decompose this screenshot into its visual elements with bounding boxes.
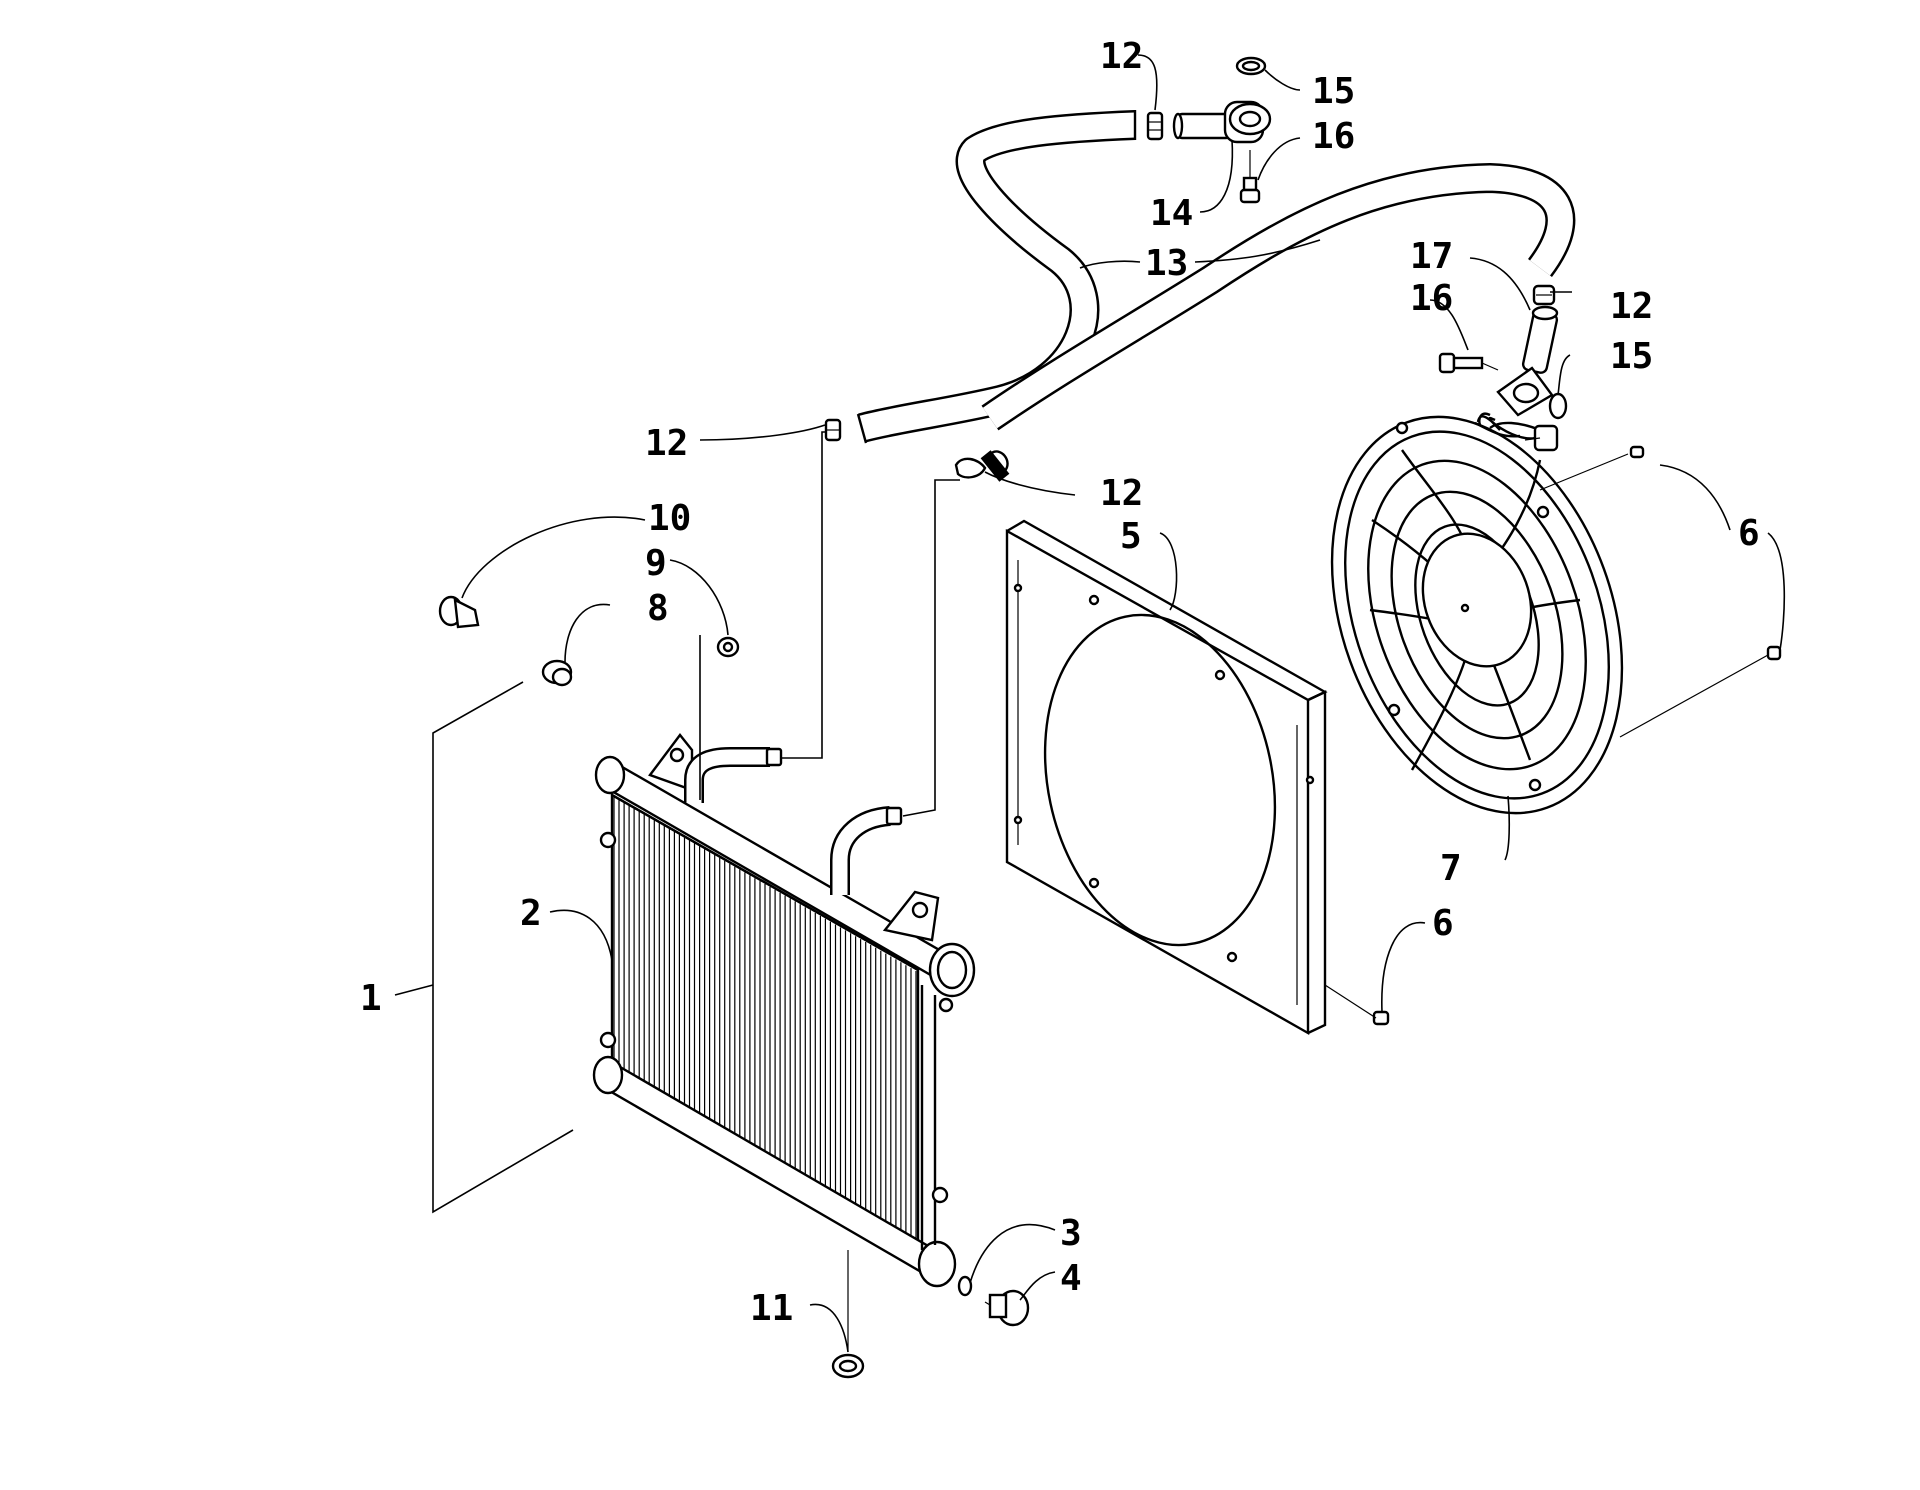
o-ring-right <box>1548 392 1568 420</box>
callout-1: 1 <box>360 978 382 1019</box>
bolt-10 <box>438 595 480 629</box>
callouts: 1 2 3 4 5 6 6 7 8 9 10 11 12 12 12 12 13… <box>360 36 1760 1329</box>
hose-clamp-top <box>1146 111 1164 141</box>
callout-15a: 15 <box>1312 71 1355 112</box>
o-ring-top <box>1235 56 1267 76</box>
callout-4: 4 <box>1060 1258 1082 1299</box>
callout-6b: 6 <box>1432 903 1454 944</box>
coolant-hose-upper <box>856 110 1137 444</box>
leader-lines <box>394 54 1786 1353</box>
callout-5: 5 <box>1120 516 1142 557</box>
bolt-top <box>1239 150 1261 204</box>
callout-12a: 12 <box>1100 36 1143 77</box>
callout-14: 14 <box>1150 193 1193 234</box>
hose-clamp-right <box>1532 284 1556 306</box>
washer-3 <box>957 1275 973 1297</box>
grommet-8 <box>541 659 573 687</box>
drain-plug-4 <box>984 1289 1030 1327</box>
callout-9: 9 <box>645 543 667 584</box>
callout-2: 2 <box>520 893 542 934</box>
radiator-fins <box>613 797 917 1259</box>
callout-10: 10 <box>648 498 691 539</box>
callout-12c: 12 <box>645 423 688 464</box>
fan-shroud <box>1005 519 1328 1036</box>
callout-15b: 15 <box>1610 336 1653 377</box>
callout-7: 7 <box>1440 848 1462 889</box>
cooling-fan <box>1330 412 1624 815</box>
callout-16b: 16 <box>1410 278 1453 319</box>
hose-clamps-12 <box>824 418 987 479</box>
fan-wire-connector <box>1476 415 1559 452</box>
thermostat-housing <box>1172 100 1272 144</box>
callout-13: 13 <box>1145 243 1188 284</box>
nut-9 <box>716 636 740 658</box>
radiator <box>592 733 976 1288</box>
callout-17: 17 <box>1410 236 1453 277</box>
callout-3: 3 <box>1060 1213 1082 1254</box>
callout-11: 11 <box>750 1288 793 1329</box>
callout-12d: 12 <box>1100 473 1143 514</box>
outlet-fitting <box>1496 305 1559 417</box>
fan-mount-bolts <box>1324 445 1782 1026</box>
callout-12b: 12 <box>1610 286 1653 327</box>
grommet-11 <box>831 1353 865 1379</box>
callout-8: 8 <box>647 588 669 629</box>
bolt-right <box>1438 352 1499 374</box>
callout-6a: 6 <box>1738 513 1760 554</box>
callout-16a: 16 <box>1312 116 1355 157</box>
